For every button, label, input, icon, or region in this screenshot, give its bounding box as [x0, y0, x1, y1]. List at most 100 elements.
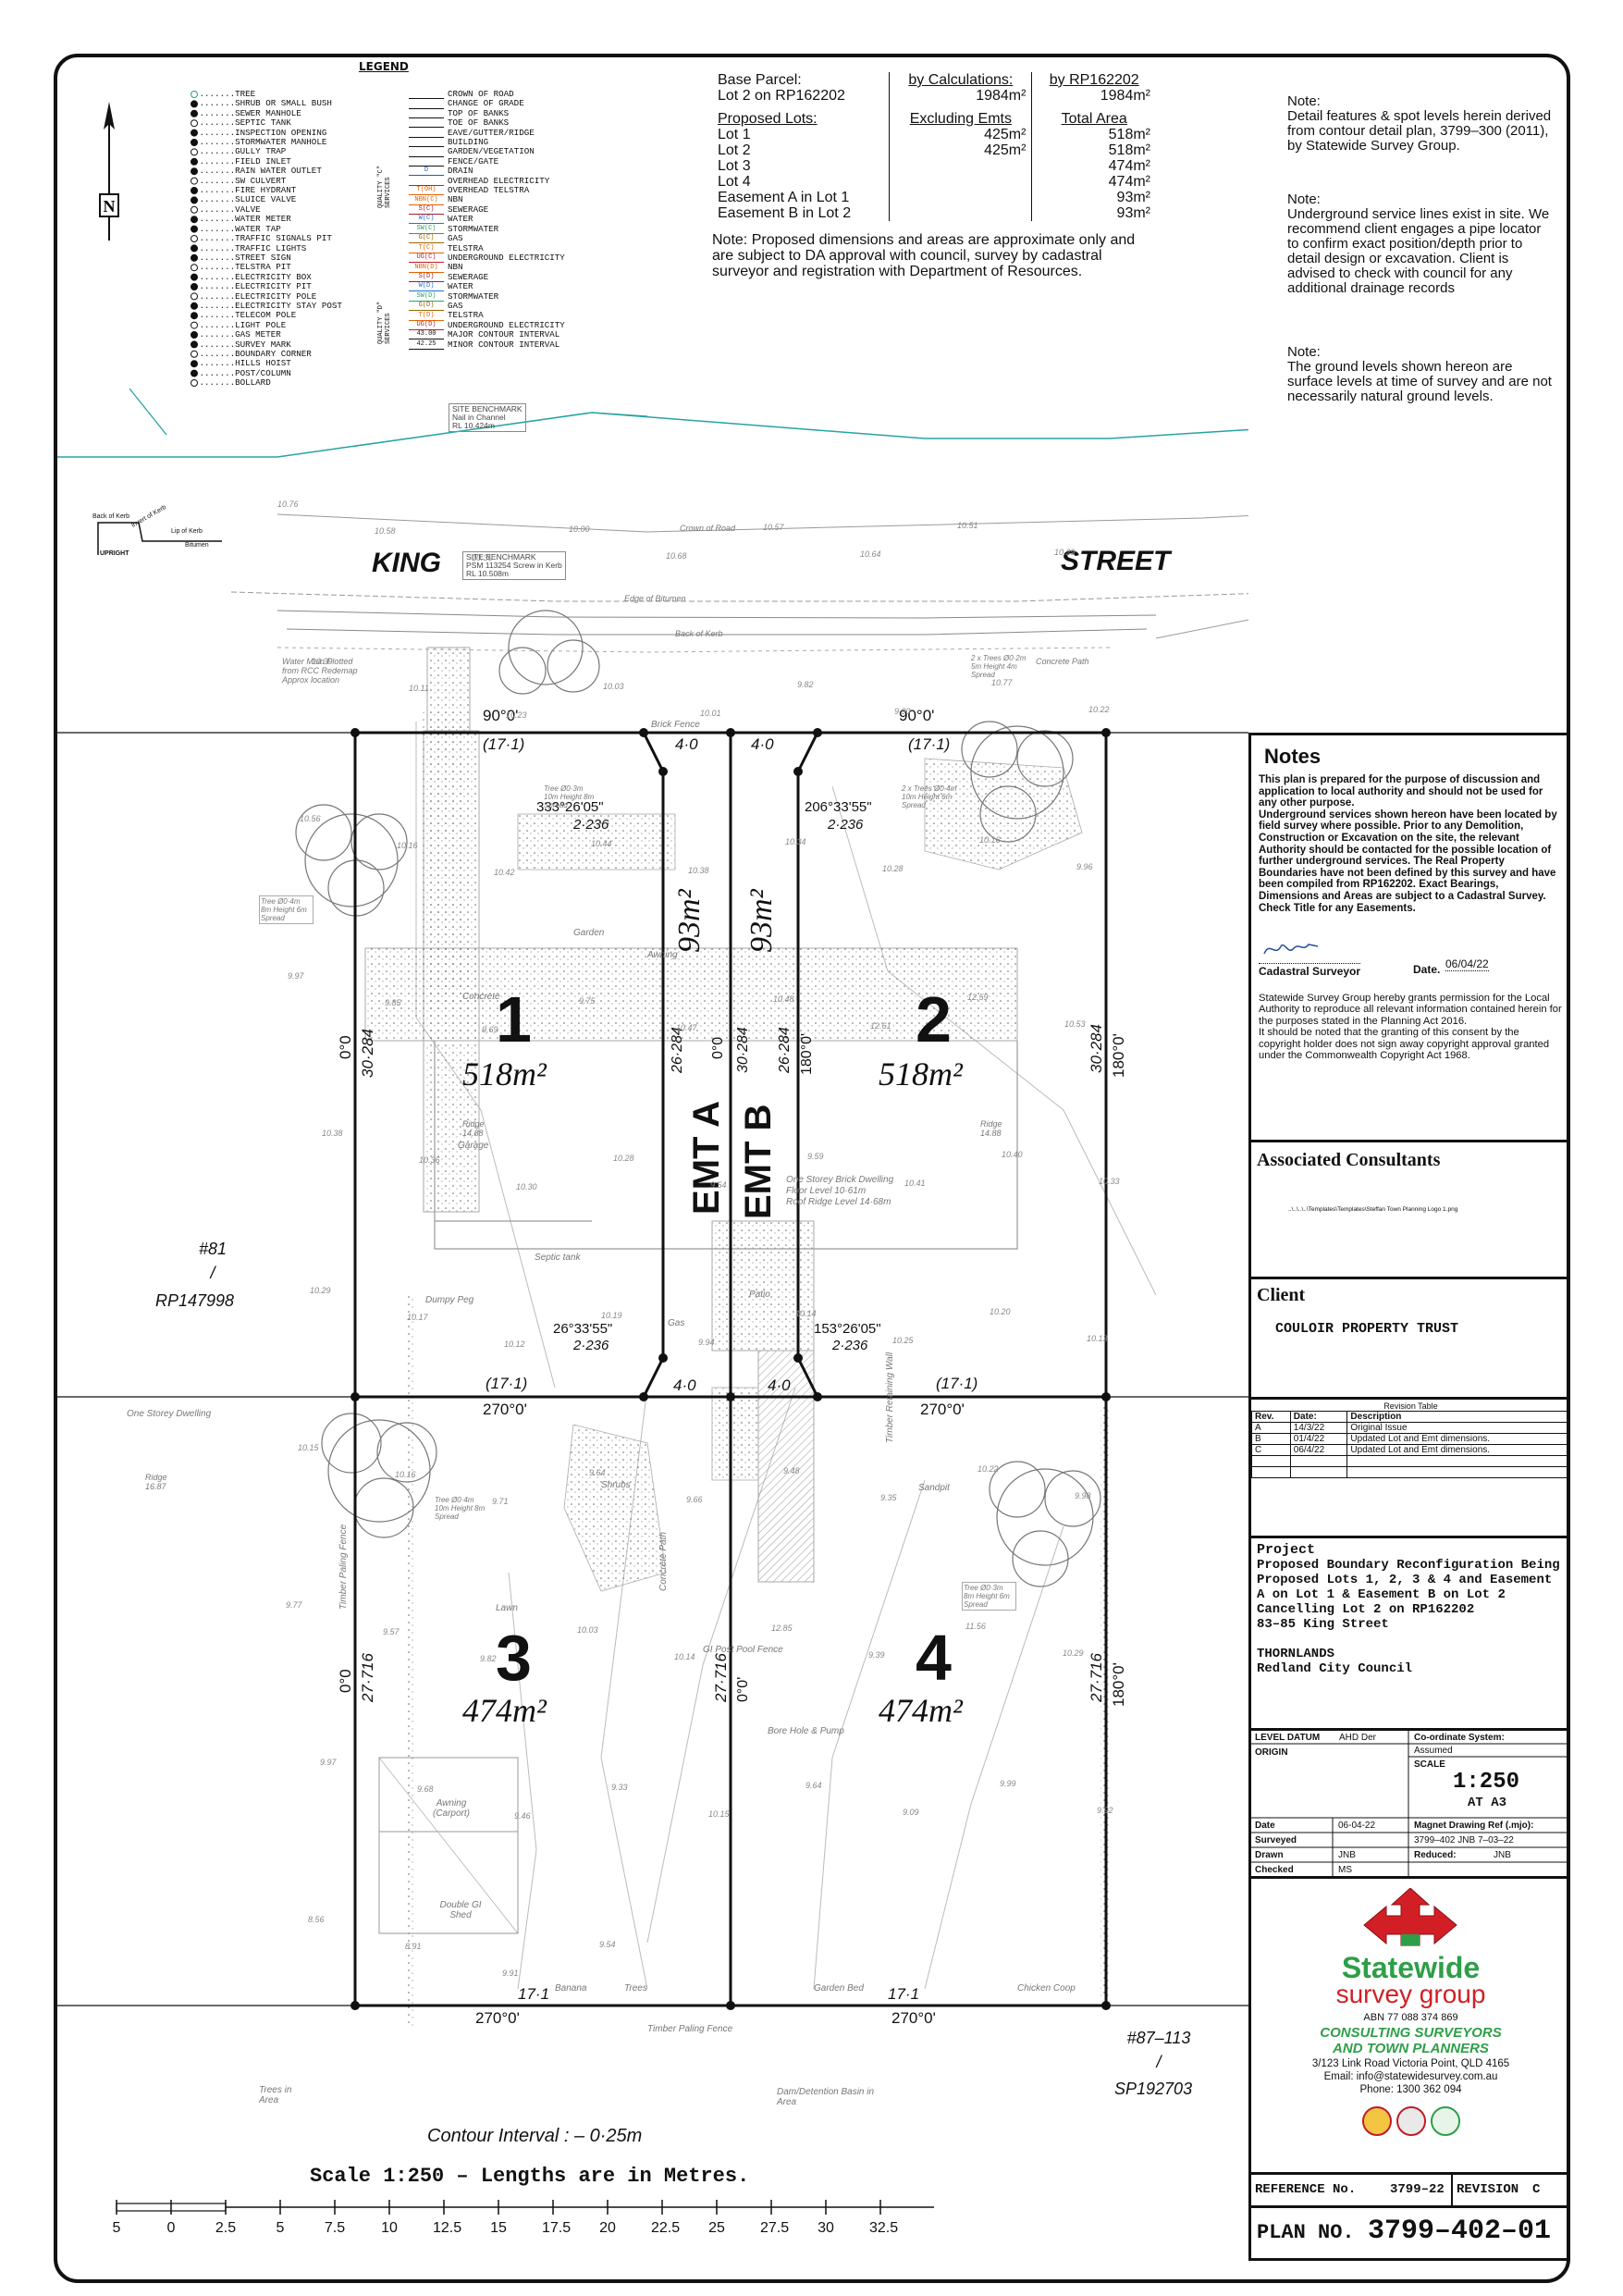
spot-level: 10.51 — [957, 521, 978, 530]
legend-item: ........TREE — [194, 89, 256, 99]
area-schedule: Base Parcel: by Calculations: by RP16220… — [712, 72, 1156, 279]
side-fence-label: Timber Paling Fence — [338, 1524, 349, 1610]
garden-label: Garden — [573, 928, 605, 938]
spot-level: 10.17 — [407, 1313, 428, 1322]
lawn-label: Lawn — [496, 1603, 518, 1613]
revision-header: Rev. — [1251, 1411, 1291, 1423]
tree-tag-3: 2 x Trees Ø0·2m 5m Height 4m Spread — [971, 654, 1027, 679]
locality: THORNLANDS — [1257, 1647, 1335, 1661]
easement-b-top-length: 4·0 — [751, 735, 774, 753]
splay-b-bottom-bearing: 153°26'05" — [814, 1321, 881, 1337]
spot-level: 10.29 — [1063, 1648, 1084, 1658]
garden-bed-label: Garden Bed — [814, 1983, 864, 1994]
neighbour-dwelling-label: One Storey Dwelling — [127, 1409, 212, 1419]
mid-right-length: (17·1) — [936, 1375, 978, 1392]
spot-level: 10.22 — [1088, 705, 1110, 714]
legend-line-item: BUILDING — [409, 137, 631, 148]
checked-label: Checked — [1255, 1865, 1294, 1875]
legend-symbol-icon — [191, 91, 198, 98]
kerb-detail: Back of Kerb Invert of Kerb Lip of Kerb … — [92, 504, 231, 560]
legend-item: ........ELECTRICITY BOX — [194, 271, 312, 282]
scale-tick-label: 17.5 — [542, 2220, 572, 2236]
revision-value: C — [1532, 2182, 1541, 2197]
centre-upper-length-3: 26·284 — [777, 1027, 793, 1073]
legend-symbol-icon — [191, 244, 198, 253]
top-right-length: (17·1) — [908, 735, 951, 753]
legend-symbol-icon — [191, 273, 198, 281]
scale-tick-label: 0 — [166, 2220, 176, 2236]
legend-symbol-icon — [191, 157, 198, 166]
legend-line-item: S(D)SEWERAGE — [409, 272, 631, 282]
lot-1-area: 518m² — [462, 1055, 547, 1092]
legend-item: ........FIRE HYDRANT — [194, 185, 297, 196]
bottom-left-bearing: 270°0' — [475, 2009, 520, 2027]
spot-level: 9.91 — [502, 1969, 519, 1978]
spot-level: 10.16 — [397, 841, 418, 850]
legend-item: ........TELSTRA PIT — [194, 262, 291, 273]
spot-level: 10.13 — [1087, 1334, 1108, 1343]
legend-item: ........SLUICE VALVE — [194, 194, 297, 205]
legend-symbol-icon — [191, 129, 198, 137]
spot-level: 10.29 — [1054, 548, 1076, 557]
spot-level: 10.16 — [979, 835, 1001, 845]
boundary-corners — [350, 728, 1111, 2010]
spot-level: 9.35 — [880, 1493, 897, 1502]
splay-b-top-bearing: 206°33'55" — [805, 799, 872, 815]
easement-b-label: EMT B — [738, 1104, 779, 1219]
splay-a-top-bearing: 333°26'05" — [536, 799, 604, 815]
legend-line-item: G(D)GAS — [409, 301, 631, 312]
spot-level: 9.97 — [320, 1758, 337, 1767]
base-rp-area: 1984m² — [1031, 88, 1156, 104]
tree-tag-2: Tree Ø0·3m 10m Height 8m Spread — [544, 784, 595, 809]
dwelling-label: One Storey Brick Dwelling Floor Level 10… — [786, 1175, 894, 1207]
spot-level: 9.98 — [1075, 1491, 1091, 1500]
spot-level: 9.97 — [288, 971, 304, 981]
legend-symbol-icon — [191, 100, 198, 108]
top-right-bearing: 90°0' — [899, 707, 935, 724]
bottom-left-length: 17·1 — [518, 1985, 550, 2003]
legend-item: ........STREET SIGN — [194, 252, 291, 263]
company-phone: Phone: 1300 362 094 — [1359, 2084, 1462, 2095]
spot-level: 9.59 — [807, 1152, 824, 1161]
spot-level: 9.64 — [805, 1781, 822, 1790]
client-panel: Client COULOIR PROPERTY TRUST — [1248, 1277, 1570, 1397]
sandpit-label: Sandpit — [918, 1483, 950, 1493]
dam-label: Dam/Detention Basin in Area — [777, 2087, 875, 2107]
street-name-right: STREET — [1061, 546, 1171, 576]
top-left-length: (17·1) — [483, 735, 525, 753]
gas-label: Gas — [668, 1318, 685, 1328]
legend-symbol-icon — [191, 283, 198, 290]
lot-1-number: 1 — [496, 983, 532, 1055]
cadastral-surveyor-label: Cadastral Surveyor — [1259, 963, 1361, 978]
stormwater-line — [57, 412, 1248, 458]
septic-tank-label: Septic tank — [535, 1253, 581, 1263]
magnet-ref-value: 3799–402 JNB 7–03–22 — [1414, 1835, 1514, 1845]
rear-fence-label: Timber Paling Fence — [647, 2024, 733, 2034]
spot-level: 10.14 — [795, 1309, 817, 1318]
legend-item: ........GULLY TRAP — [194, 146, 287, 157]
spot-level: 10.23 — [506, 710, 527, 720]
company-logo-icon — [1363, 1888, 1457, 1946]
legend-item: ........BOUNDARY CORNER — [194, 348, 312, 359]
spot-level: 10.03 — [577, 1625, 598, 1635]
legend-symbol-icon — [191, 292, 198, 301]
revision-row — [1251, 1455, 1570, 1467]
tree-tag-4: 2 x Trees Ø0·4m 10m Height 6m Spread — [902, 784, 957, 809]
spot-level: 10.64 — [860, 549, 881, 559]
legend-symbol-icon — [191, 225, 198, 233]
spot-level: 10.20 — [990, 1307, 1011, 1316]
date-drawn-label: Date — [1255, 1821, 1275, 1831]
bore-hole-label: Bore Hole & Pump — [768, 1726, 844, 1736]
spot-level: 10.57 — [763, 523, 784, 532]
legend-symbol-icon — [191, 196, 198, 204]
scale-tick-label: 12.5 — [433, 2220, 462, 2236]
legend-item: ........WATER TAP — [194, 223, 281, 234]
legend-symbol-icon — [191, 205, 198, 214]
proposed-lots-header: Proposed Lots: — [718, 111, 818, 127]
spot-level: 10.28 — [882, 864, 904, 873]
legend-symbol-icon — [191, 264, 198, 272]
notes-title: Notes — [1264, 745, 1322, 768]
